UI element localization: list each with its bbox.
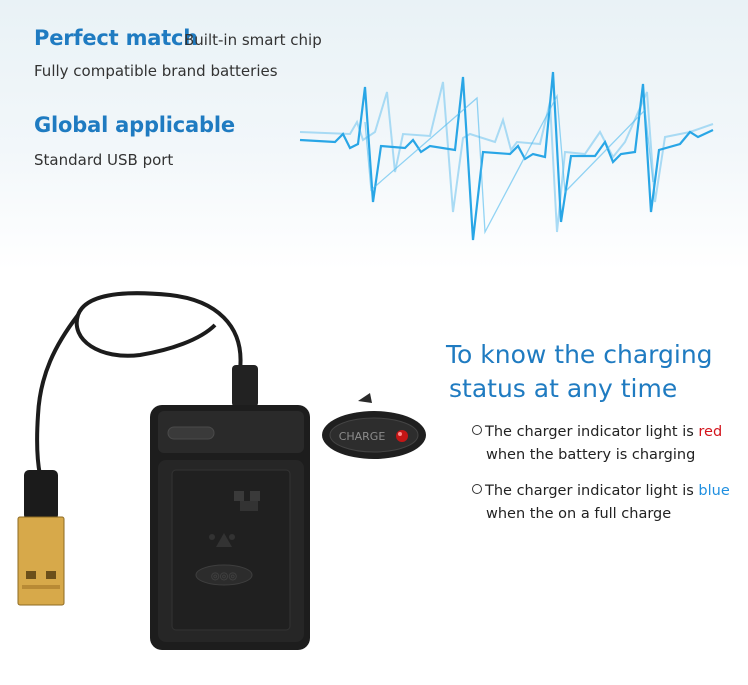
hero-banner — [0, 0, 748, 270]
bullet-blue-indicator: The charger indicator light is blue when… — [472, 480, 730, 526]
bullet-blue-prefix: The charger indicator light is — [485, 483, 699, 499]
compatible-batteries-text: Fully compatible brand batteries — [34, 62, 278, 80]
charging-status-headline-line1: To know the charging — [446, 340, 713, 369]
usb-plug-body — [24, 470, 58, 520]
bullet-circle-icon — [472, 484, 482, 494]
perfect-match-title: Perfect match — [34, 26, 199, 50]
charger-led-window — [167, 426, 215, 440]
smart-chip-subtitle: Built-in smart chip — [184, 31, 322, 49]
global-applicable-title: Global applicable — [34, 113, 235, 137]
usb-port-text: Standard USB port — [34, 151, 174, 169]
bullet-circle-icon — [472, 425, 482, 435]
heartbeat-waveform-graphic — [299, 71, 714, 241]
usb-cable — [74, 291, 243, 371]
cable-strain-relief — [232, 365, 258, 407]
charge-indicator-badge: CHARGE — [322, 393, 426, 459]
bullet-blue-continuation: when the on a full charge — [486, 506, 672, 522]
charger-logo-text: ◎◎◎ — [211, 571, 237, 582]
usb-cable-lower — [35, 313, 80, 476]
charger-logo-plate — [195, 564, 253, 586]
charging-status-headline-line2: status at any time — [449, 374, 678, 403]
red-word: red — [698, 424, 723, 440]
usb-charger-product-image: ◎◎◎ — [17, 291, 310, 650]
bullet-red-continuation: when the battery is charging — [486, 447, 696, 463]
bullet-red-indicator: The charger indicator light is red when … — [472, 421, 722, 467]
bullet-red-prefix: The charger indicator light is — [485, 424, 699, 440]
charge-badge-label: CHARGE — [339, 430, 386, 443]
red-indicator-led-icon — [396, 430, 408, 442]
blue-word: blue — [698, 483, 730, 499]
usb-connector — [17, 516, 65, 606]
